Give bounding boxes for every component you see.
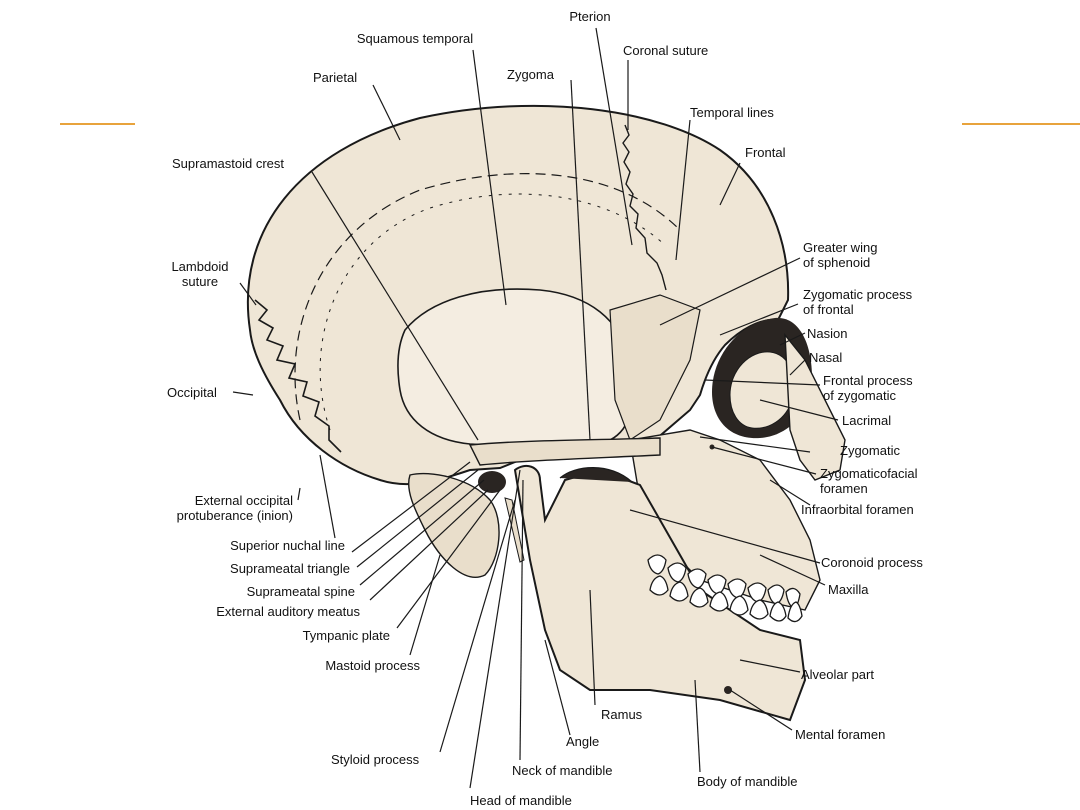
nasal-bone xyxy=(784,332,846,481)
zygomatic-arch xyxy=(468,437,661,466)
label-frontal-process-zygomatic: Frontal process of zygomatic xyxy=(823,373,913,403)
parietal-outline xyxy=(294,173,681,421)
label-zygomatic: Zygomatic xyxy=(840,443,900,458)
label-zygoma: Zygoma xyxy=(507,67,554,82)
label-occipital: Occipital xyxy=(167,385,217,400)
label-supramastoid-crest: Supramastoid crest xyxy=(172,156,284,171)
label-zpf-line2: of frontal xyxy=(803,302,854,317)
label-external-auditory-meatus: External auditory meatus xyxy=(216,604,360,619)
leader-lines xyxy=(232,27,839,789)
label-mastoid-process: Mastoid process xyxy=(325,658,420,673)
label-lambdoid-line1: Lambdoid xyxy=(171,259,229,274)
label-coronoid-process: Coronoid process xyxy=(821,555,923,570)
label-zygomatic-process-frontal: Zygomatic process of frontal xyxy=(803,287,912,317)
label-head-of-mandible: Head of mandible xyxy=(470,793,572,808)
label-infraorbital-foramen: Infraorbital foramen xyxy=(801,502,914,517)
mental-foramen xyxy=(724,686,732,694)
label-coronal-suture: Coronal suture xyxy=(623,43,709,58)
label-zff-line2: foramen xyxy=(820,481,868,496)
teeth xyxy=(647,554,803,623)
coronal-suture xyxy=(622,124,667,291)
label-fpz-line2: of zygomatic xyxy=(823,388,896,403)
label-lacrimal: Lacrimal xyxy=(842,413,892,428)
label-pterion: Pterion xyxy=(569,9,611,24)
label-maxilla: Maxilla xyxy=(828,582,869,597)
label-eop-line1: External occipital xyxy=(194,493,293,508)
lambdoid-suture xyxy=(254,299,342,453)
label-tympanic-plate: Tympanic plate xyxy=(302,628,390,643)
label-eop-line2: protuberance (inion) xyxy=(176,508,293,523)
label-greater-wing-line1: Greater wing xyxy=(803,240,878,255)
styloid-process xyxy=(504,497,525,563)
label-greater-wing-line2: of sphenoid xyxy=(803,255,871,270)
label-temporal-lines: Temporal lines xyxy=(690,105,774,120)
label-zff-line1: Zygomaticofacial xyxy=(820,466,918,481)
greater-wing-sphenoid xyxy=(609,294,701,441)
label-styloid-process: Styloid process xyxy=(331,752,420,767)
label-suprameatal-spine: Suprameatal spine xyxy=(246,584,355,599)
label-frontal: Frontal xyxy=(745,145,786,160)
label-neck-of-mandible: Neck of mandible xyxy=(512,763,613,778)
label-ramus: Ramus xyxy=(601,707,643,722)
label-parietal: Parietal xyxy=(313,70,358,85)
label-alveolar-part: Alveolar part xyxy=(801,667,874,682)
label-superior-nuchal-line: Superior nuchal line xyxy=(230,538,345,553)
label-zpf-line1: Zygomatic process xyxy=(803,287,913,302)
label-suprameatal-triangle: Suprameatal triangle xyxy=(230,561,350,576)
label-nasion: Nasion xyxy=(807,326,848,341)
decorative-rule-left xyxy=(60,123,135,125)
label-body-of-mandible: Body of mandible xyxy=(697,774,798,789)
mandibular-notch xyxy=(559,467,633,483)
mastoid xyxy=(408,472,500,578)
external-auditory-meatus xyxy=(478,471,506,493)
decorative-rule-right xyxy=(962,123,1080,125)
label-mental-foramen: Mental foramen xyxy=(795,727,886,742)
label-lambdoid-line2: suture xyxy=(181,274,219,289)
label-zygomaticofacial-foramen: Zygomaticofacial foramen xyxy=(820,466,918,496)
label-angle: Angle xyxy=(566,734,600,749)
label-lambdoid-suture: Lambdoid suture xyxy=(155,259,245,289)
label-squamous-temporal: Squamous temporal xyxy=(356,31,474,46)
label-greater-wing: Greater wing of sphenoid xyxy=(803,240,877,270)
label-nasal: Nasal xyxy=(809,350,843,365)
label-fpz-line1: Frontal process xyxy=(823,373,913,388)
label-external-occipital-protuberance: External occipital protuberance (inion) xyxy=(130,493,293,523)
